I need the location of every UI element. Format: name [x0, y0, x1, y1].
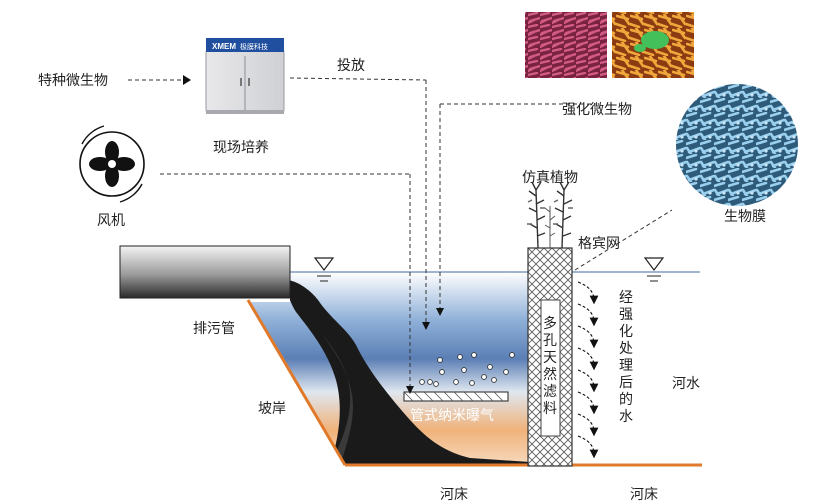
arrow-right-icon [183, 75, 191, 85]
porous-filter [540, 299, 561, 437]
water-level-icon [313, 257, 335, 282]
plant-icon [527, 181, 546, 249]
river-water-label: 河水 [672, 376, 700, 392]
air-bubbles [419, 352, 515, 387]
riverbed-right-label: 河床 [630, 487, 658, 503]
plant-icon [544, 206, 556, 248]
porous-filter-label: 多孔天然滤料 [543, 316, 557, 417]
treated-water-label: 经强化处理后的水 [619, 290, 633, 425]
drain-pipe-label: 排污管 [193, 321, 235, 337]
water-level-icon [643, 257, 665, 282]
enhanced-microbes-label: 强化微生物 [562, 102, 632, 118]
sludge-plume [287, 280, 530, 465]
bank-slope-label: 坡岸 [258, 401, 286, 417]
gabion-label: 格宾网 [578, 236, 620, 252]
biofilm-micrograph [674, 82, 800, 208]
micrograph-orange [612, 12, 694, 78]
flow-lines [128, 77, 673, 386]
flow-arrowheads [406, 308, 444, 394]
gabion-wall [527, 247, 573, 467]
culture-cabinet [205, 38, 285, 114]
special-microbes-label: 特种微生物 [38, 73, 108, 89]
bank-slope [246, 299, 702, 467]
biofilm-label: 生物膜 [724, 209, 766, 225]
release-label: 投放 [337, 58, 365, 74]
drain-pipe [119, 245, 291, 299]
aeration-label: 管式纳米曝气 [410, 408, 494, 424]
micrograph-red [525, 12, 607, 78]
aeration-tube [403, 391, 509, 402]
artificial-plants-label: 仿真植物 [522, 170, 578, 186]
riverbed-left-label: 河床 [440, 487, 468, 503]
device-brand: XMEM [212, 42, 236, 51]
device-brand-cn: 极膜科技 [240, 42, 268, 51]
fan-icon [79, 125, 145, 203]
fan-label: 风机 [97, 213, 125, 229]
plant-icon [553, 181, 573, 249]
field-culture-label: 现场培养 [213, 140, 269, 156]
treated-water-arrows [577, 281, 599, 459]
